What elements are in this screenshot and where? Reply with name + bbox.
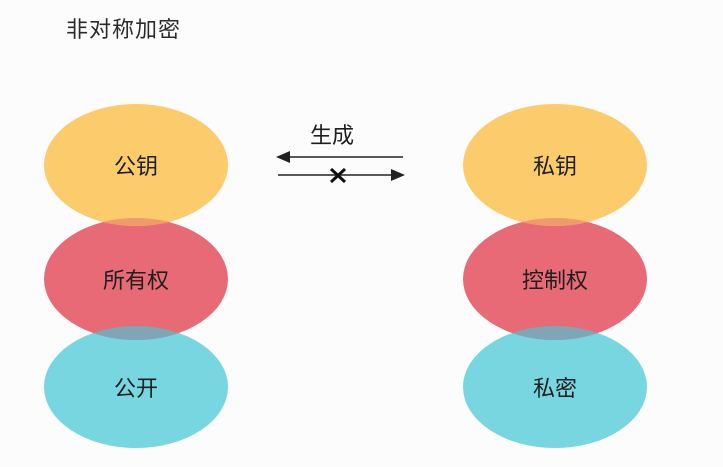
block-x-icon xyxy=(329,167,347,184)
right-bottom-label: 私密 xyxy=(532,377,577,402)
relation-label: 生成 xyxy=(310,124,355,149)
right-top-label: 私钥 xyxy=(532,155,577,180)
arrow-right-to-left xyxy=(276,151,403,163)
left-ellipse-middle: 所有权 xyxy=(44,218,228,340)
left-top-label: 公钥 xyxy=(113,155,158,180)
right-middle-label: 控制权 xyxy=(521,269,588,294)
left-ellipse-bottom: 公开 xyxy=(44,326,228,448)
left-bottom-label: 公开 xyxy=(113,377,158,402)
diagram-title: 非对称加密 xyxy=(66,18,182,43)
left-ellipse-top: 公钥 xyxy=(44,104,228,226)
right-ellipse-bottom: 私密 xyxy=(463,326,647,448)
right-ellipse-middle: 控制权 xyxy=(463,218,647,340)
left-middle-label: 所有权 xyxy=(102,269,169,294)
right-ellipse-top: 私钥 xyxy=(463,104,647,226)
